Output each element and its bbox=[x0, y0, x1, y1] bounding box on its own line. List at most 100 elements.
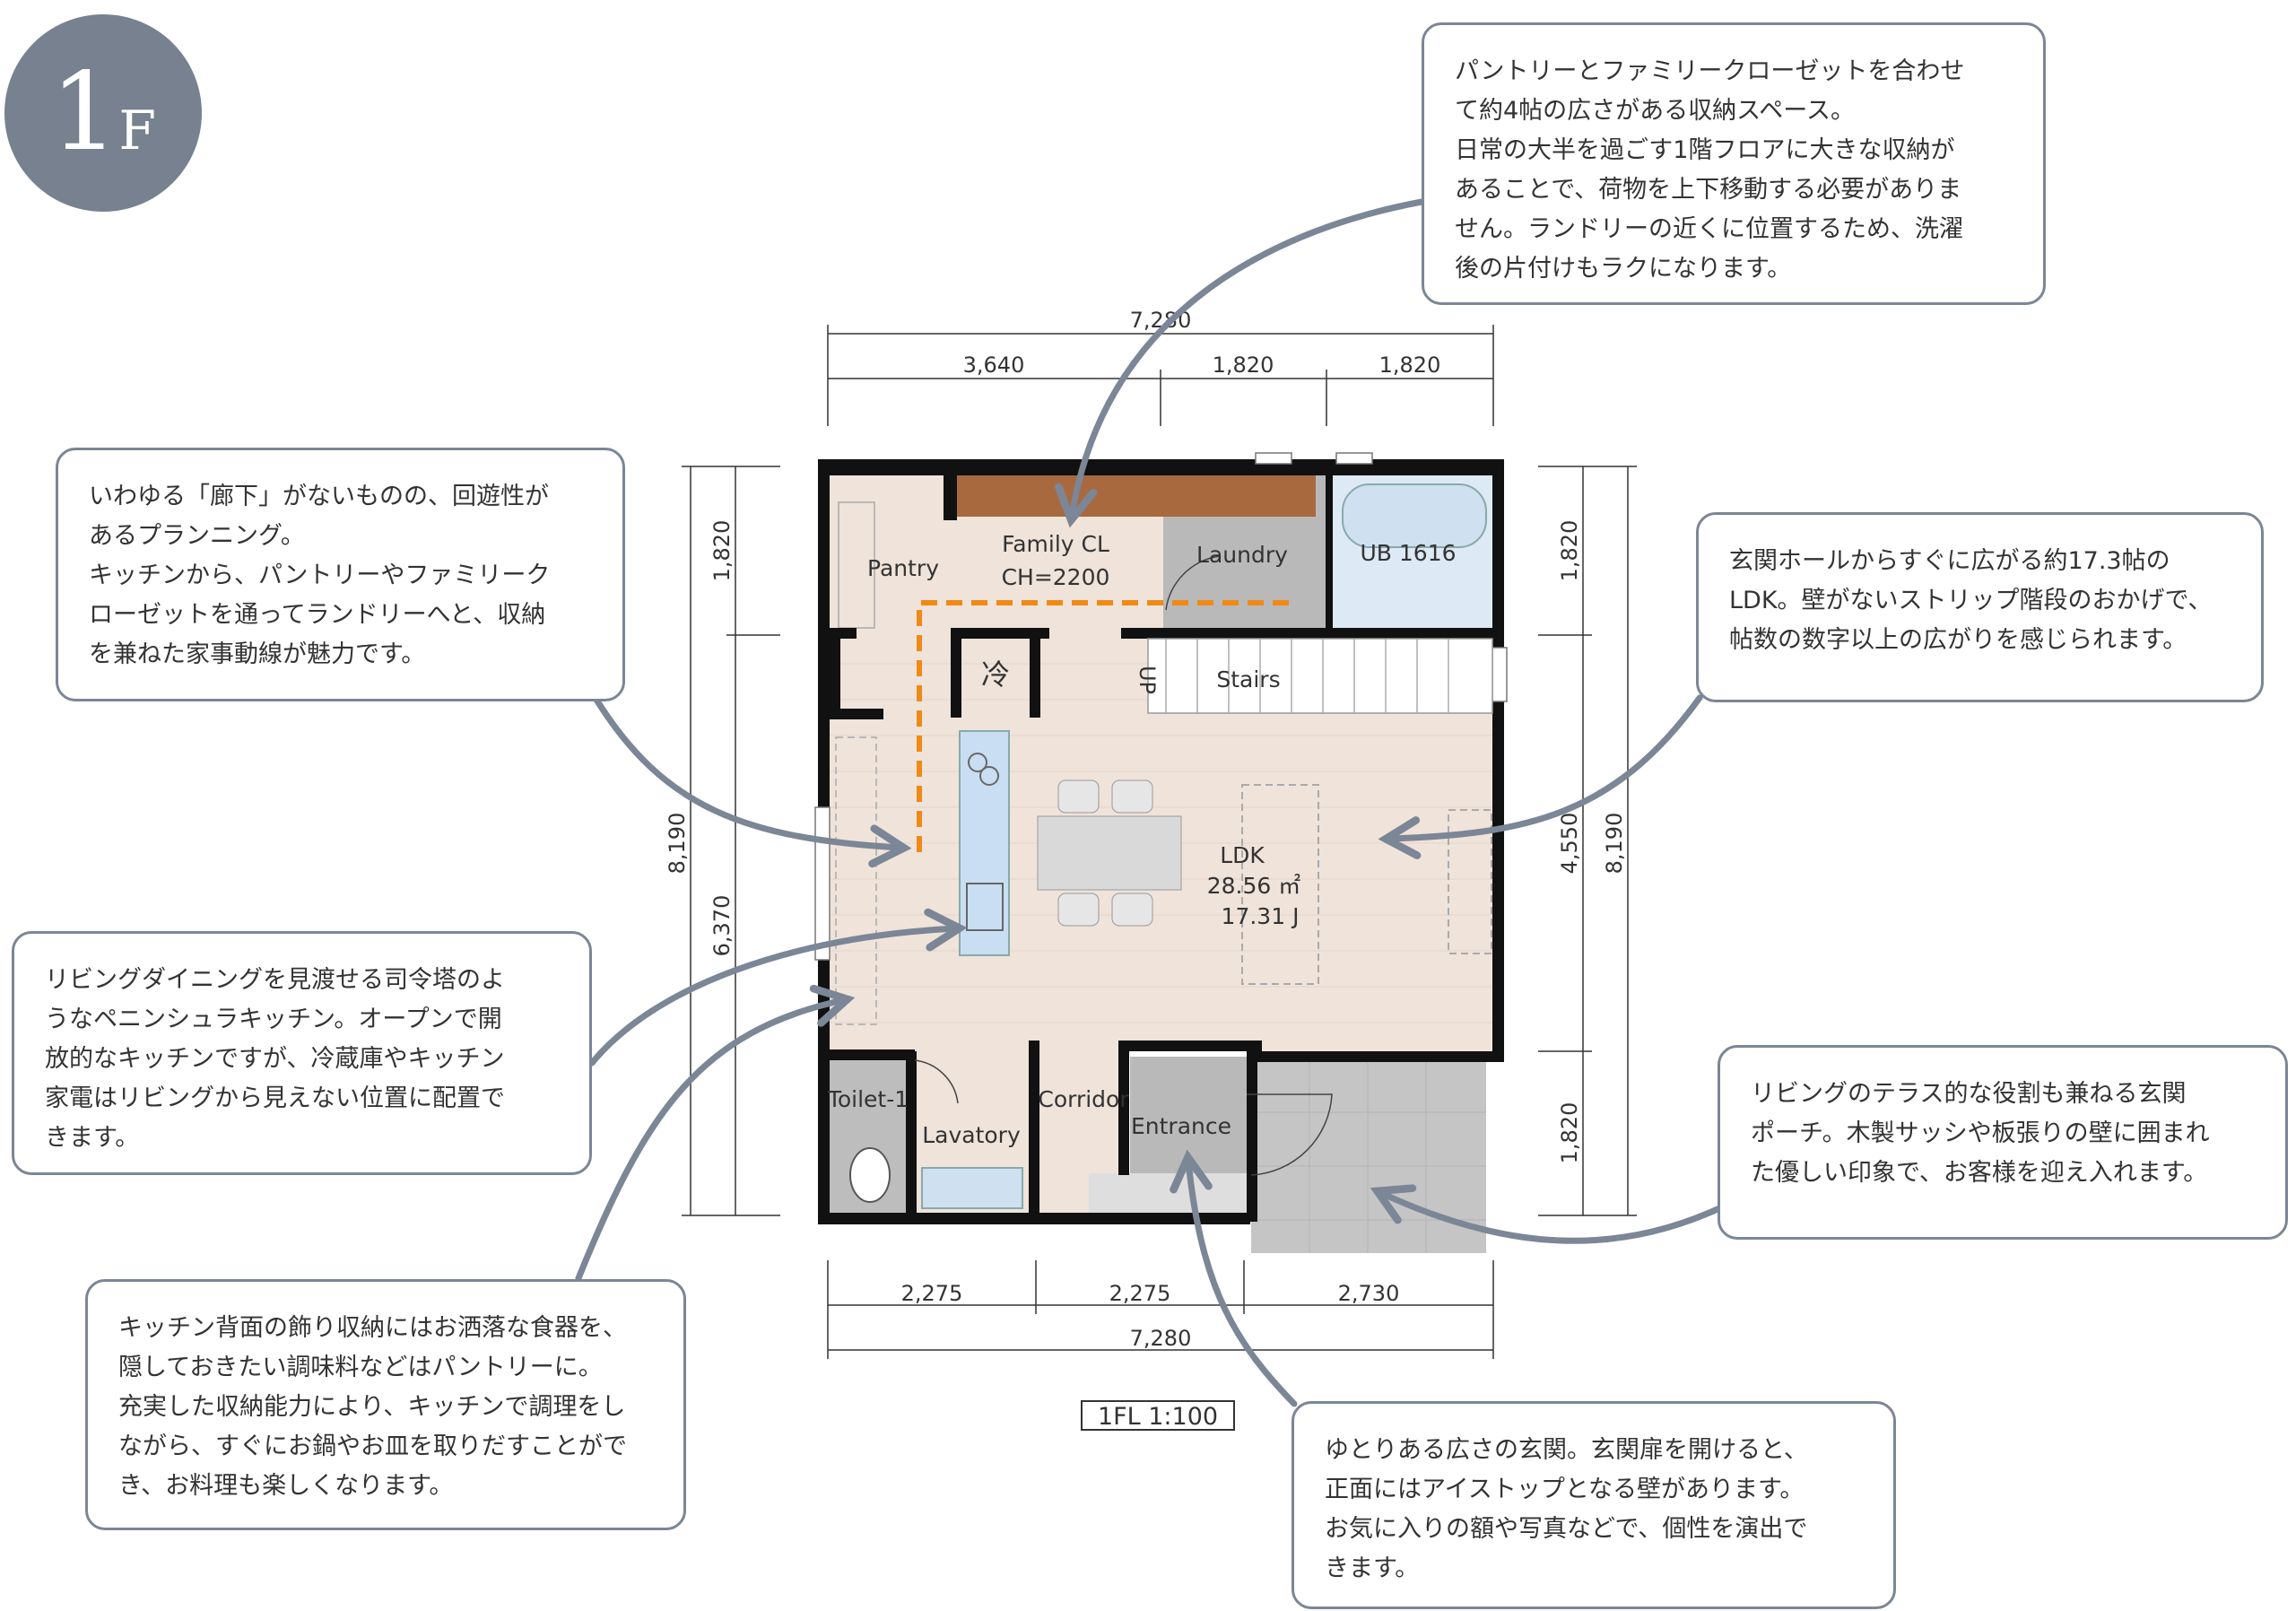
stairs-up-label: UP bbox=[1135, 666, 1160, 694]
wall-fridge-right bbox=[1030, 628, 1040, 718]
wall-fridge-left bbox=[951, 628, 961, 718]
wall-pantry-right bbox=[944, 475, 957, 520]
scale-label: 1FL 1:100 bbox=[1081, 1400, 1235, 1431]
laundry-door-swing bbox=[1165, 555, 1221, 611]
toilet-door-swing bbox=[914, 1059, 959, 1104]
room-ub-label: UB 1616 bbox=[1360, 540, 1456, 566]
dim-right-seg-3: 1,820 bbox=[1557, 1102, 1582, 1164]
dim-top-seg-2: 1,820 bbox=[1213, 353, 1274, 378]
callout-storage: パントリーとファミリークローゼットを合わせ て約4帖の広さがある収納スペース。 … bbox=[1422, 22, 2046, 305]
callout-ldk-text: 玄関ホールからすぐに広がる約17.3帖の LDK。壁がないストリップ階段のおかげ… bbox=[1729, 547, 2213, 654]
arrow-porch bbox=[1370, 1184, 1721, 1244]
family-cl-shelf bbox=[957, 475, 1163, 517]
room-corridor-label: Corridor bbox=[1038, 1086, 1129, 1112]
room-entrance-label: Entrance bbox=[1131, 1113, 1231, 1139]
bathtub bbox=[1342, 483, 1487, 548]
wall-entrance-top bbox=[1118, 1041, 1262, 1051]
wall-pantry-mid bbox=[830, 709, 883, 719]
room-ldk-tatami: 17.31 J bbox=[1222, 903, 1300, 929]
arrow-back-storage bbox=[575, 984, 856, 1282]
room-lavatory-label: Lavatory bbox=[922, 1122, 1021, 1148]
wall-corridor-left bbox=[1029, 1041, 1039, 1213]
wall-porch-top bbox=[1251, 1051, 1495, 1062]
entrance-step bbox=[1089, 1173, 1247, 1213]
wall-pantry-bottom-2 bbox=[951, 628, 1049, 639]
chair-icon bbox=[1111, 779, 1153, 814]
chair-icon bbox=[1057, 893, 1100, 927]
callout-storage-text: パントリーとファミリークローゼットを合わせ て約4帖の広さがある収納スペース。 … bbox=[1455, 57, 1965, 283]
wall-toilet-top bbox=[830, 1049, 915, 1060]
window-right bbox=[1492, 647, 1508, 702]
floor-badge: 1F bbox=[4, 14, 202, 212]
dining-table bbox=[1037, 815, 1182, 891]
stove-burner-icon bbox=[968, 753, 987, 772]
dim-top-seg-3: 1,820 bbox=[1379, 353, 1441, 378]
dim-left-total: 8,190 bbox=[665, 813, 690, 875]
callout-arrows bbox=[575, 198, 1721, 1407]
dim-bottom-total: 7,280 bbox=[1130, 1326, 1192, 1351]
dim-bottom-seg-1: 2,275 bbox=[901, 1281, 963, 1306]
callout-back-storage-text: キッチン背面の飾り収納にはお洒落な食器を、 隠しておきたい調味料などはパントリー… bbox=[118, 1314, 627, 1500]
laundry-shelf bbox=[1163, 475, 1316, 517]
dim-bottom-seg-3: 2,730 bbox=[1338, 1281, 1400, 1306]
room-family-cl-height: CH=2200 bbox=[1002, 564, 1110, 590]
fridge-label: 冷 bbox=[981, 657, 1010, 692]
dim-right-seg-1: 1,820 bbox=[1557, 520, 1582, 582]
stairs bbox=[1147, 638, 1493, 714]
callout-ldk: 玄関ホールからすぐに広がる約17.3帖の LDK。壁がないストリップ階段のおかげ… bbox=[1696, 512, 2264, 702]
callout-back-storage: キッチン背面の飾り収納にはお洒落な食器を、 隠しておきたい調味料などはパントリー… bbox=[85, 1279, 686, 1530]
wall-entrance-left bbox=[1118, 1041, 1129, 1175]
toilet-bowl-icon bbox=[849, 1147, 891, 1203]
callout-porch-text: リビングのテラス的な役割も兼ねる玄関 ポーチ。木製サッシや板張りの壁に囲まれ た… bbox=[1751, 1080, 2210, 1187]
room-pantry-label: Pantry bbox=[867, 555, 939, 581]
room-stairs-label: Stairs bbox=[1216, 666, 1280, 692]
arrow-kitchen bbox=[588, 908, 968, 1067]
callout-circulation: いわゆる「廊下」がないものの、回遊性が あるプランニング。 キッチンから、パント… bbox=[56, 448, 625, 701]
arrow-circulation bbox=[593, 696, 912, 868]
sofa-outline bbox=[1241, 784, 1319, 985]
room-ldk-label: LDK bbox=[1220, 842, 1265, 868]
wall-ub-left bbox=[1326, 475, 1333, 628]
arrow-entrance bbox=[1170, 1149, 1298, 1407]
pantry-floor bbox=[830, 466, 957, 628]
chair-icon bbox=[1111, 893, 1153, 927]
arrow-storage bbox=[1055, 198, 1425, 528]
chair-icon bbox=[1057, 779, 1100, 814]
callout-kitchen: リビングダイニングを見渡せる司令塔のよ うなペニンシュラキッチン。オープンで開 … bbox=[12, 931, 592, 1175]
dim-top-seg-1: 3,640 bbox=[963, 353, 1025, 378]
window-top-ub bbox=[1335, 452, 1373, 465]
dim-bottom-seg-2: 2,275 bbox=[1109, 1281, 1171, 1306]
floor-number: 1 bbox=[50, 50, 119, 175]
room-ldk-area: 28.56 ㎡ bbox=[1207, 873, 1301, 899]
callout-circulation-text: いわゆる「廊下」がないものの、回遊性が あるプランニング。 キッチンから、パント… bbox=[89, 483, 551, 668]
wall-pantry-stub bbox=[830, 628, 840, 719]
arrow-ldk bbox=[1378, 694, 1703, 859]
stair-treads bbox=[1165, 639, 1449, 713]
wall-right bbox=[1492, 459, 1504, 1062]
window-top-laundry bbox=[1255, 452, 1292, 465]
wall-porch-left bbox=[1247, 1051, 1257, 1222]
room-family-cl-label: Family CL bbox=[1002, 531, 1109, 557]
wall-toilet-right bbox=[906, 1051, 917, 1213]
callout-kitchen-text: リビングダイニングを見渡せる司令塔のよ うなペニンシュラキッチン。オープンで開 … bbox=[45, 966, 505, 1152]
entrance-door-swing bbox=[1247, 1093, 1333, 1176]
dim-right-seg-2: 4,550 bbox=[1557, 813, 1582, 875]
walls bbox=[818, 459, 1504, 1224]
callout-entrance: ゆとりある広さの玄関。玄関扉を開けると、 正面にはアイストップとなる壁があります… bbox=[1292, 1401, 1896, 1609]
callout-entrance-text: ゆとりある広さの玄関。玄関扉を開けると、 正面にはアイストップとなる壁があります… bbox=[1325, 1436, 1808, 1582]
dimension-lines bbox=[682, 325, 1637, 1359]
stove-burner-icon bbox=[979, 766, 999, 786]
wall-top bbox=[818, 459, 1500, 475]
kitchen-counter bbox=[959, 730, 1010, 956]
dim-right-total: 8,190 bbox=[1602, 813, 1627, 875]
floor-letter: F bbox=[118, 100, 156, 162]
window-left bbox=[814, 806, 831, 961]
dim-left-seg-2: 6,370 bbox=[709, 895, 735, 957]
wall-bottom bbox=[818, 1213, 1250, 1224]
lavatory-basin bbox=[921, 1167, 1023, 1209]
dim-left-seg-1: 1,820 bbox=[709, 520, 735, 582]
callout-porch: リビングのテラス的な役割も兼ねる玄関 ポーチ。木製サッシや板張りの壁に囲まれ た… bbox=[1718, 1045, 2288, 1240]
wall-laundry-bottom bbox=[1121, 628, 1500, 639]
sink-icon bbox=[966, 883, 1004, 931]
